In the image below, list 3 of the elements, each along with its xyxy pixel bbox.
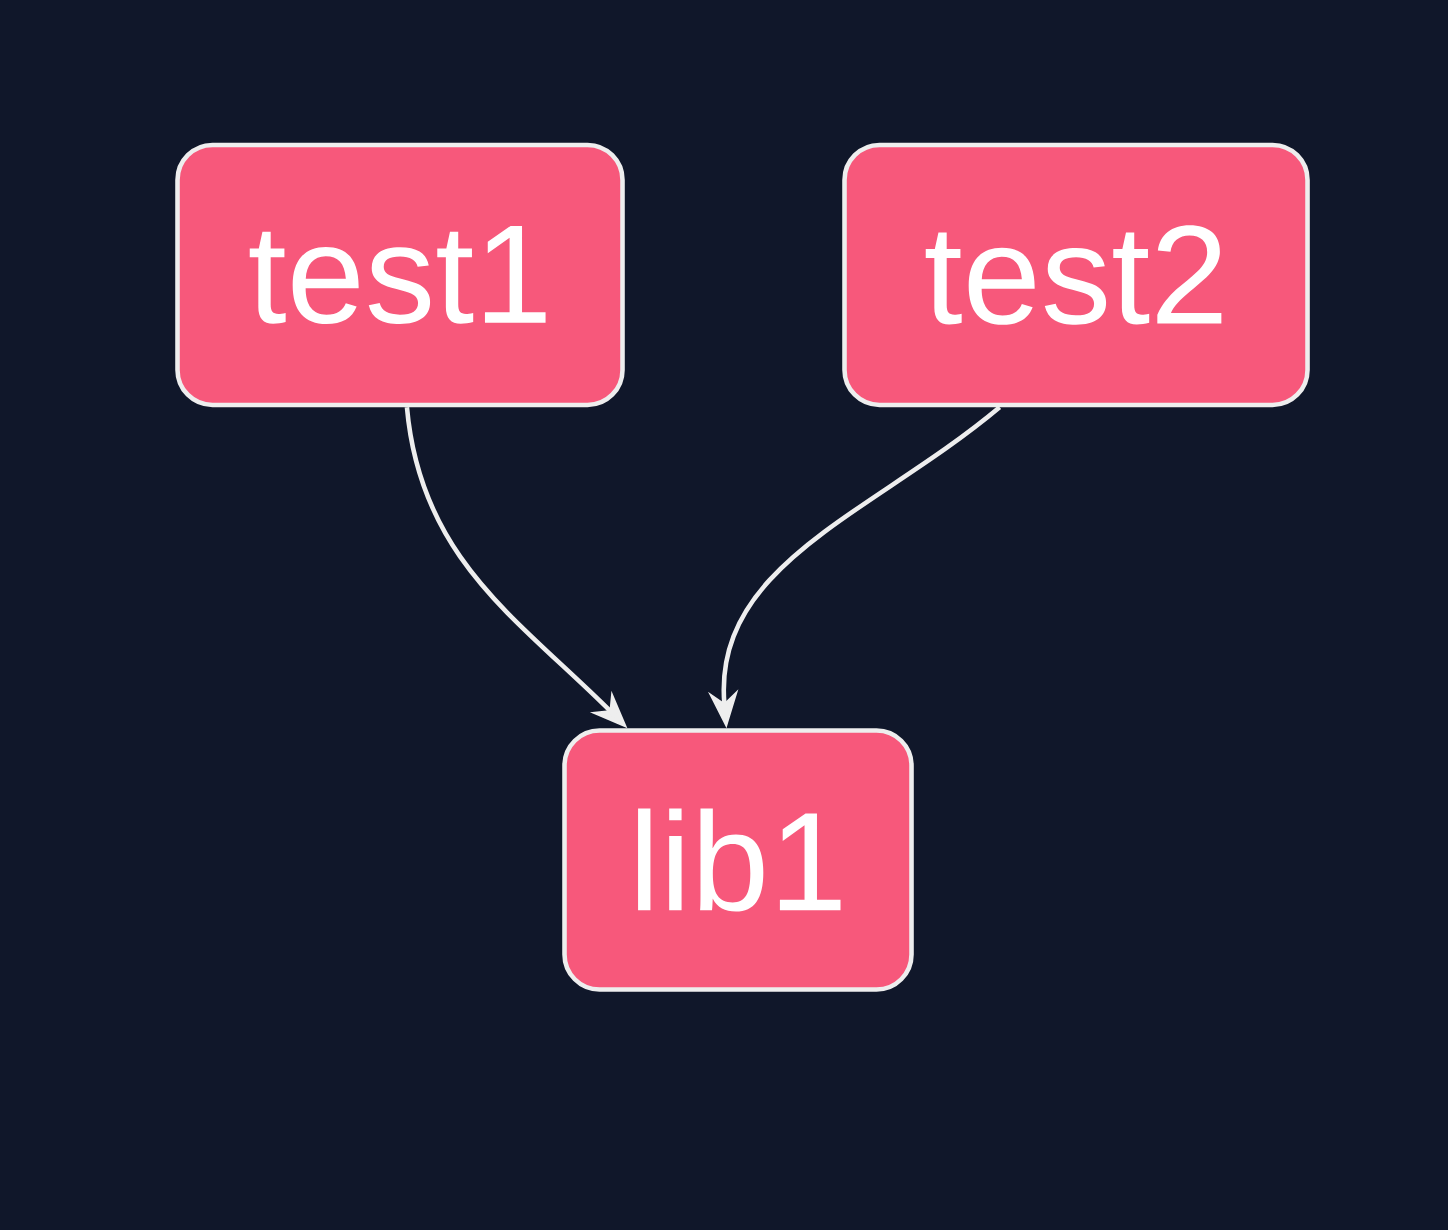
process-box: test1 <box>175 142 625 408</box>
process-box: test2 <box>842 142 1310 408</box>
process-box: lib1 <box>562 728 914 992</box>
